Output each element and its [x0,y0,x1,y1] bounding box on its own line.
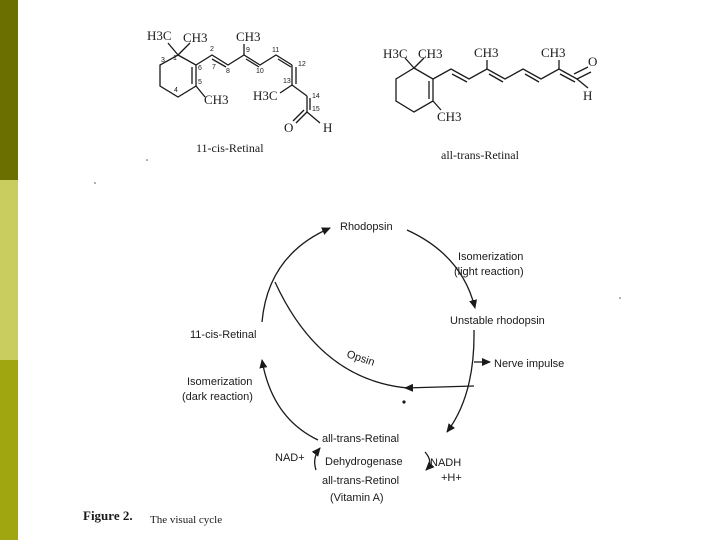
sidebar-block-bottom [0,360,18,540]
cis-num-9: 9 [246,47,250,54]
arrow-cis-to-rhodopsin [261,227,331,323]
nad-plus-label: NAD+ [275,452,305,464]
cis-oxygen-label: O [284,120,293,135]
scan-speck [94,182,96,184]
nadh-label: NADH [430,457,461,469]
isomerization-dark-label: Isomerization [187,376,252,388]
sidebar-block-top [0,0,18,180]
sidebar-block-middle [0,180,18,360]
opsin-label: Opsin [345,348,376,368]
cis-num-13: 13 [283,78,291,85]
cis-num-2: 2 [210,46,214,53]
trans-retinal-caption: all-trans-Retinal [441,148,520,162]
cis-retinal-cycle-label: 11-cis-Retinal [190,329,256,341]
trans-ch3-label-a: CH3 [418,46,443,61]
cis-num-5: 5 [198,79,202,86]
cis-num-7: 7 [212,64,216,71]
trans-retinal-structure [395,57,592,113]
cis-num-8: 8 [226,68,230,75]
arrow-unstable-to-trans-retinal [446,329,475,433]
arrow-nad-up [311,447,321,471]
sidebar-strip [0,0,18,540]
cis-ch3-label-c: CH3 [204,92,229,107]
cis-ch3-label-b: CH3 [236,29,261,44]
cis-num-14: 14 [312,93,320,100]
cis-num-12: 12 [298,61,306,68]
trans-hydrogen-label: H [583,88,592,103]
cis-num-4: 4 [174,87,178,94]
scan-speck [619,297,621,299]
arrow-rhodopsin-to-unstable [406,229,477,309]
trans-ch3-label-b: CH3 [474,45,499,60]
cis-num-11: 11 [272,47,279,54]
cycle-labels: Rhodopsin Isomerization (light reaction)… [182,221,564,504]
trans-ch3-label-c: CH3 [541,45,566,60]
trans-ch3-label-d: CH3 [437,109,462,124]
trans-h3c-label: H3C [383,46,408,61]
trans-retinal-labels: H3C CH3 CH3 CH3 CH3 O H all-trans-Retina… [383,45,597,162]
cis-hydrogen-label: H [323,120,332,135]
cis-retinal-labels: H3C CH3 CH3 CH3 H3C O H 1 2 3 4 5 6 7 8 … [147,28,332,155]
scan-speck [402,400,406,404]
cis-num-3: 3 [161,57,165,64]
dark-reaction-label: (dark reaction) [182,391,253,403]
trans-retinol-label: all-trans-Retinol [322,475,399,487]
arrow-opsin-path [274,281,409,389]
figure-number-label: Figure 2. [83,508,133,523]
nerve-impulse-label: Nerve impulse [494,358,564,370]
cis-h3c-label: H3C [147,28,172,43]
cis-retinal-structure [159,42,321,124]
h-plus-label: +H+ [441,472,462,484]
cis-num-6: 6 [198,65,202,72]
cis-num-10: 10 [256,68,264,75]
unstable-rhodopsin-label: Unstable rhodopsin [450,315,545,327]
dehydrogenase-label: Dehydrogenase [325,456,403,468]
figure-title: The visual cycle [150,514,222,526]
cis-retinal-caption: 11-cis-Retinal [196,141,264,155]
trans-oxygen-label: O [588,54,597,69]
arrow-trans-to-cis [259,359,319,441]
vitamin-a-label: (Vitamin A) [330,492,384,504]
light-reaction-label: (light reaction) [454,266,524,278]
arrow-opsin-join [404,383,475,392]
trans-retinal-cycle-label: all-trans-Retinal [322,433,399,445]
figure-caption: Figure 2. The visual cycle [83,508,222,526]
arrow-nadh-down [424,451,435,471]
cis-h3c-label-b: H3C [253,88,278,103]
cis-ch3-label-a: CH3 [183,30,208,45]
isomerization-light-label: Isomerization [458,251,523,263]
cis-num-15: 15 [312,106,320,113]
scan-speck [146,159,148,161]
cycle-arrows [259,227,491,471]
cis-num-1: 1 [173,55,177,62]
rhodopsin-label: Rhodopsin [340,221,393,233]
